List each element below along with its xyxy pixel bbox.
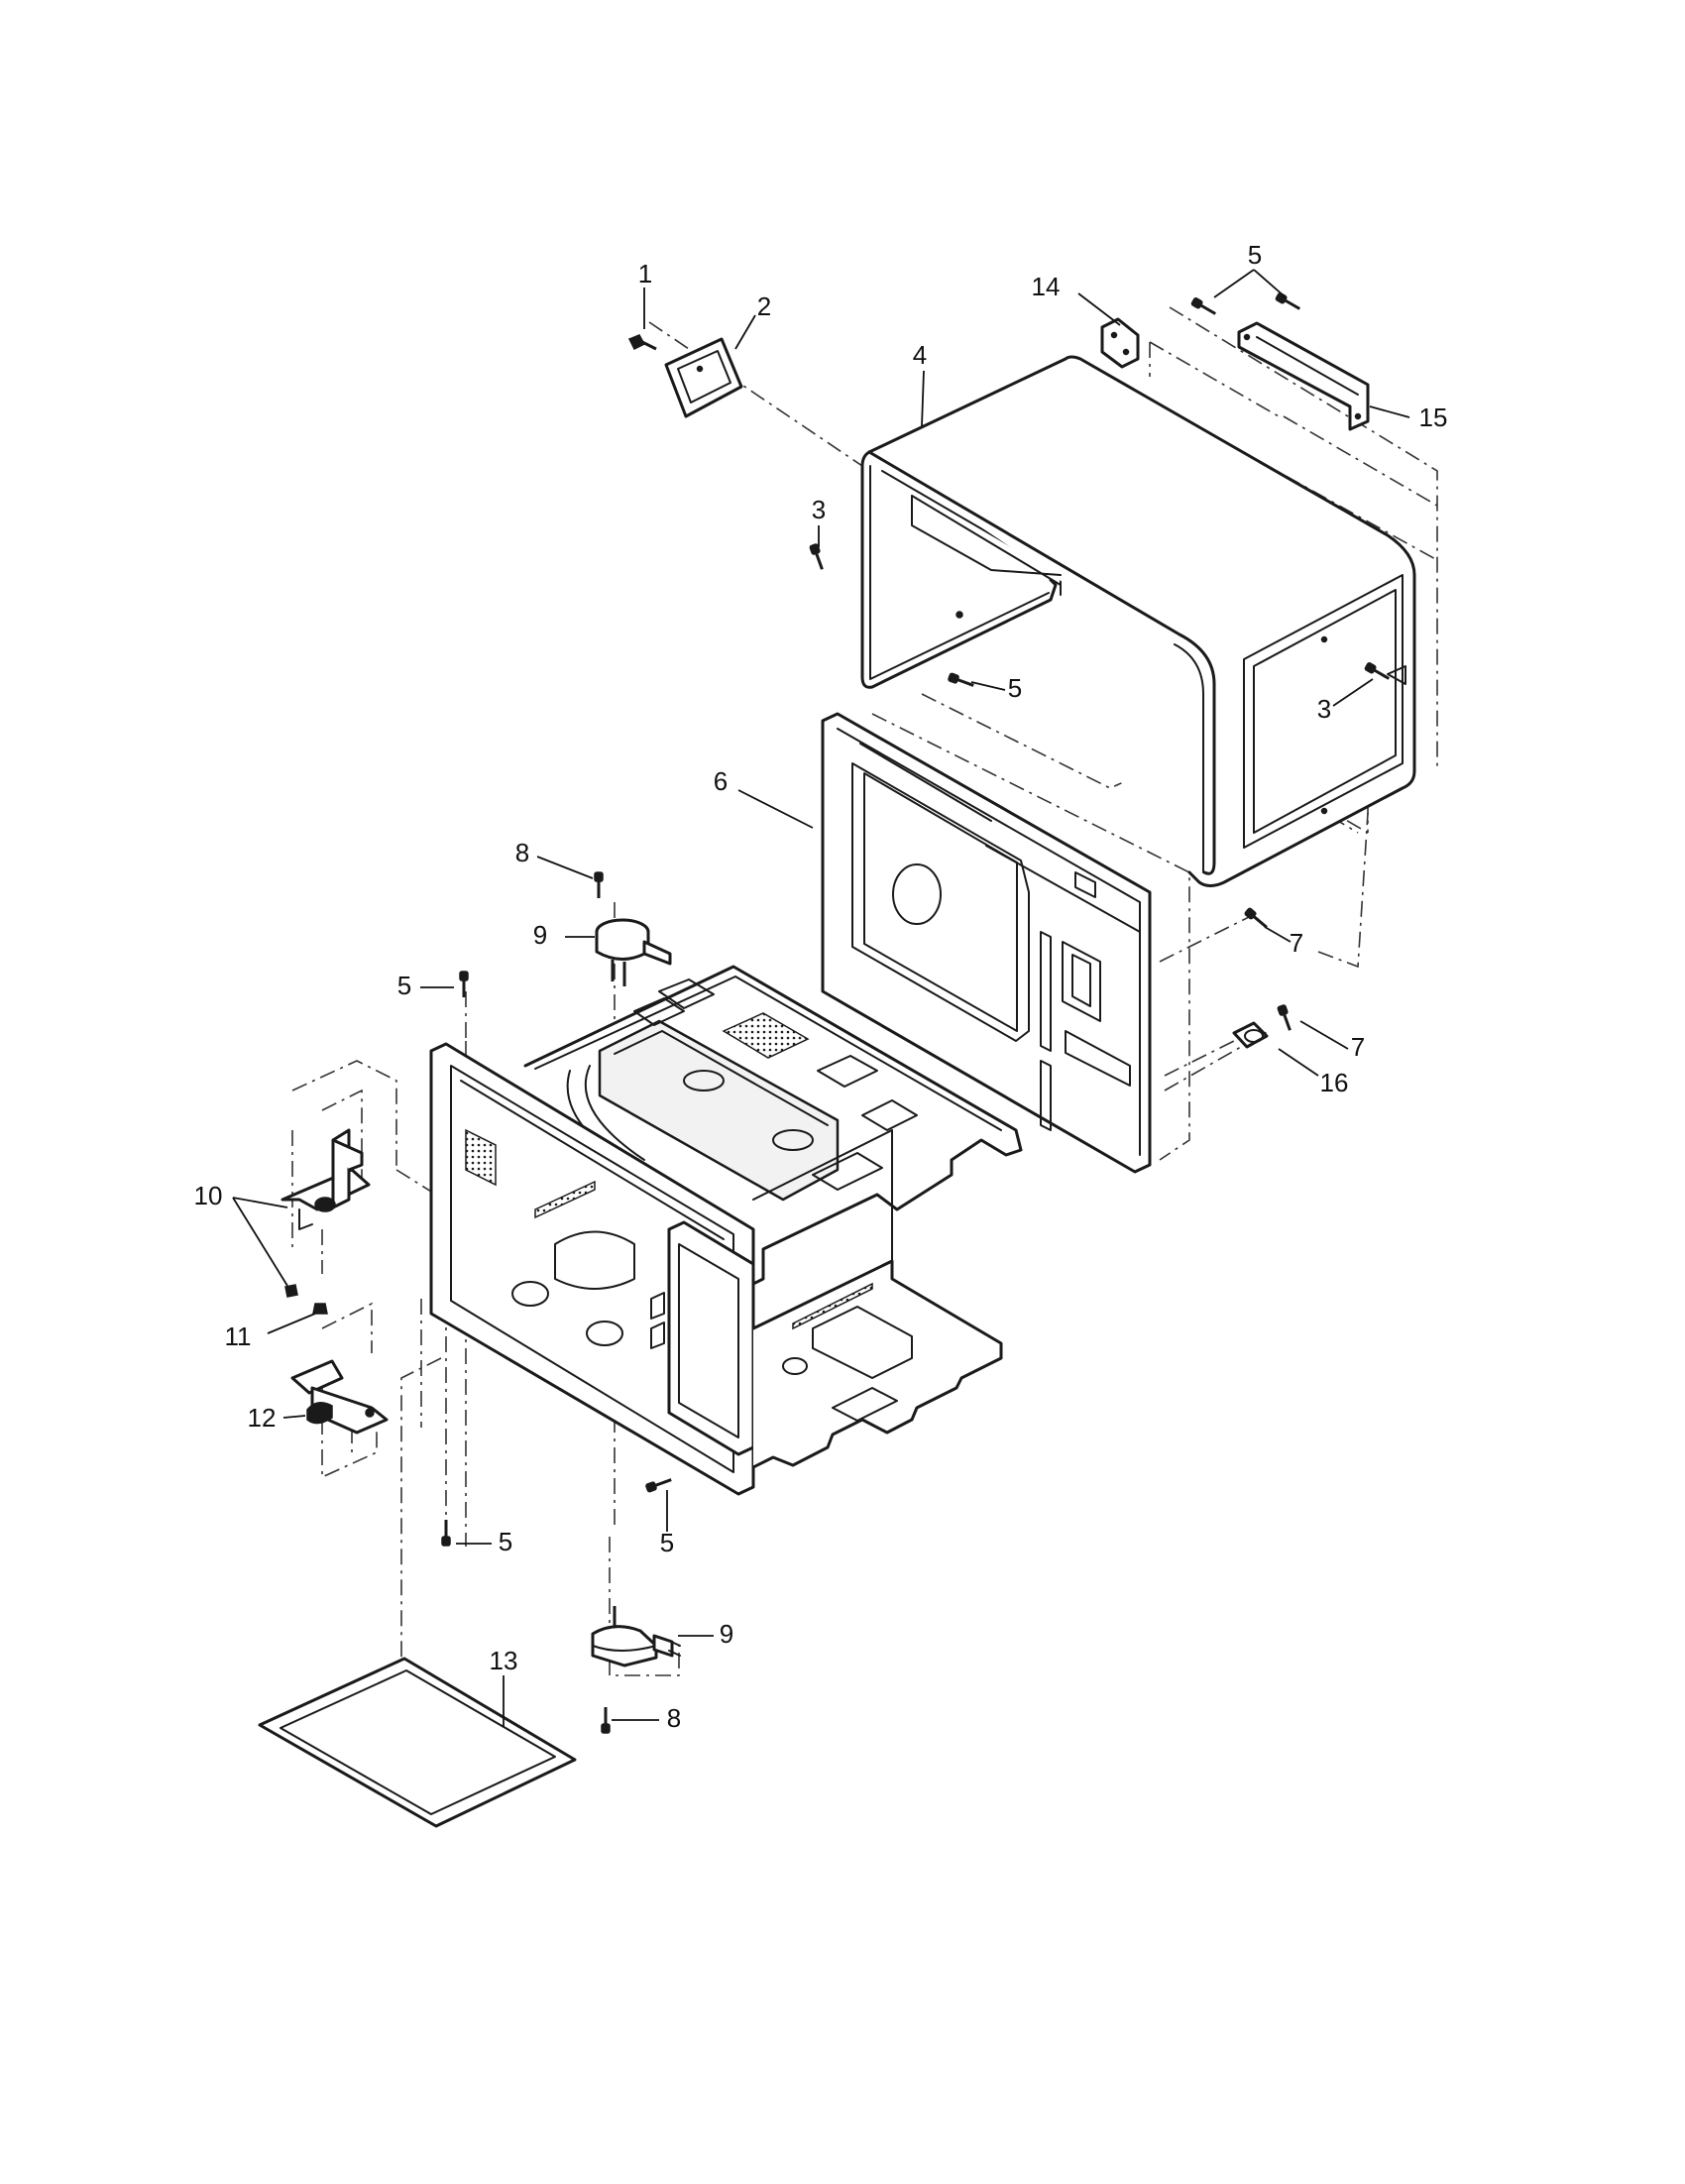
callout-11: 11 [225, 1322, 252, 1351]
bracket-plate-part-14 [1100, 317, 1140, 369]
screw-part-5-top-a [1189, 295, 1219, 319]
callout-3: 3 [812, 495, 826, 524]
callout-labels: 1 2 3 3 4 5 5 5 5 5 6 7 7 8 8 9 9 10 11 … [194, 240, 1448, 1733]
callout-8: 8 [667, 1703, 681, 1733]
screw-part-5-bottom-mid [643, 1474, 675, 1494]
callout-1: 1 [638, 259, 652, 288]
callout-7: 7 [1290, 928, 1303, 958]
callout-3: 3 [1317, 694, 1331, 724]
oven-cavity-chassis [429, 965, 1023, 1496]
motor-part-9-bottom [591, 1606, 681, 1667]
bracket-part-15 [1237, 321, 1370, 431]
outer-cabinet [860, 355, 1416, 887]
screw-part-7-b [1276, 1002, 1295, 1034]
callout-5: 5 [1248, 240, 1262, 270]
leader-lines [232, 269, 1410, 1727]
screw-part-5-top-b [1274, 290, 1303, 314]
panel-part-6 [821, 712, 1152, 1174]
callout-4: 4 [913, 340, 927, 370]
screw-part-1 [627, 334, 657, 351]
callout-12: 12 [248, 1403, 277, 1433]
callout-5: 5 [1008, 673, 1022, 703]
hinge-part-10 [281, 1128, 371, 1230]
callout-5: 5 [499, 1527, 512, 1556]
callout-14: 14 [1032, 272, 1061, 301]
callout-13: 13 [490, 1646, 518, 1675]
gasket-part [664, 337, 743, 418]
screw-part-8-top [593, 870, 605, 900]
screw-part-5-mid [946, 671, 977, 691]
callout-16: 16 [1320, 1068, 1349, 1097]
connector-part-16 [1232, 1021, 1269, 1049]
callout-9: 9 [720, 1619, 733, 1649]
callout-10: 10 [194, 1181, 223, 1210]
callout-8: 8 [515, 838, 529, 867]
tray-part-13 [258, 1657, 577, 1828]
callout-6: 6 [714, 766, 728, 796]
callout-2: 2 [757, 291, 771, 321]
screw-part-11 [284, 1284, 328, 1315]
callout-9: 9 [533, 920, 547, 950]
screw-part-8-bottom [600, 1705, 612, 1735]
callout-7: 7 [1351, 1032, 1365, 1062]
motor-part-9-top [595, 918, 672, 986]
screw-part-3-left [808, 541, 828, 573]
callout-15: 15 [1419, 402, 1448, 432]
screw-part-5-bottom-left [440, 1518, 452, 1548]
hinge-part-12 [290, 1359, 389, 1435]
callout-5: 5 [660, 1528, 674, 1557]
callout-5: 5 [397, 971, 411, 1000]
